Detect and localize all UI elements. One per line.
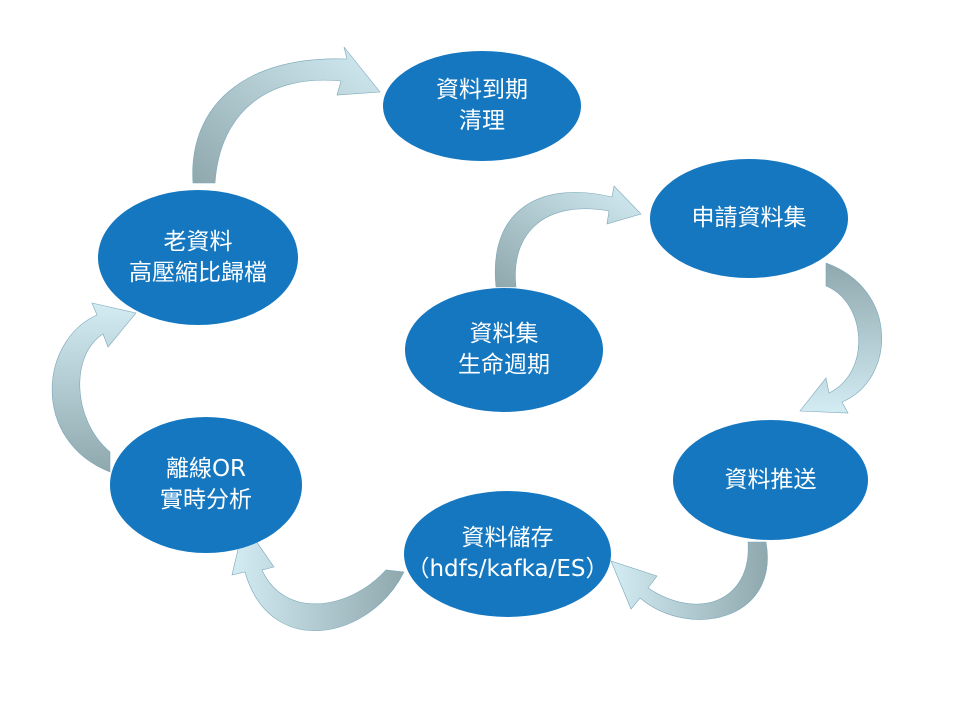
node-data-storage: 資料儲存 （hdfs/kafka/ES） <box>404 491 611 617</box>
node-label-line: 資料到期 <box>436 77 528 103</box>
node-data-expiry-cleanup: 資料到期 清理 <box>383 51 581 161</box>
node-label-line: 申請資料集 <box>691 205 807 231</box>
arrow-apply-to-push <box>799 262 882 414</box>
arrow-analysis-to-archive <box>51 302 137 473</box>
node-label-line: 高壓縮比歸檔 <box>129 259 267 286</box>
arrow-storage-to-analysis <box>231 523 405 632</box>
arrow-push-to-storage <box>610 541 768 620</box>
arrow-center-to-apply <box>494 185 642 288</box>
node-offline-or-realtime-analysis: 離線OR 實時分析 <box>110 417 302 553</box>
node-label-line: 資料推送 <box>724 466 817 493</box>
node-label-line: 生命週期 <box>458 352 550 378</box>
node-old-data-archive: 老資料 高壓縮比歸檔 <box>98 190 298 325</box>
node-apply-dataset: 申請資料集 <box>650 159 848 278</box>
node-dataset-lifecycle: 資料集 生命週期 <box>405 288 603 412</box>
node-label-line: （hdfs/kafka/ES） <box>406 556 609 582</box>
node-label-line: 老資料 <box>163 228 233 255</box>
node-label-line: 實時分析 <box>160 487 252 513</box>
node-label-line: 離線OR <box>165 456 247 482</box>
arrow-archive-to-expiry <box>192 46 381 184</box>
node-data-push: 資料推送 <box>673 420 868 540</box>
node-label-line: 資料集 <box>469 321 539 347</box>
node-label-line: 資料儲存 <box>461 525 554 551</box>
node-label-line: 清理 <box>459 108 505 134</box>
